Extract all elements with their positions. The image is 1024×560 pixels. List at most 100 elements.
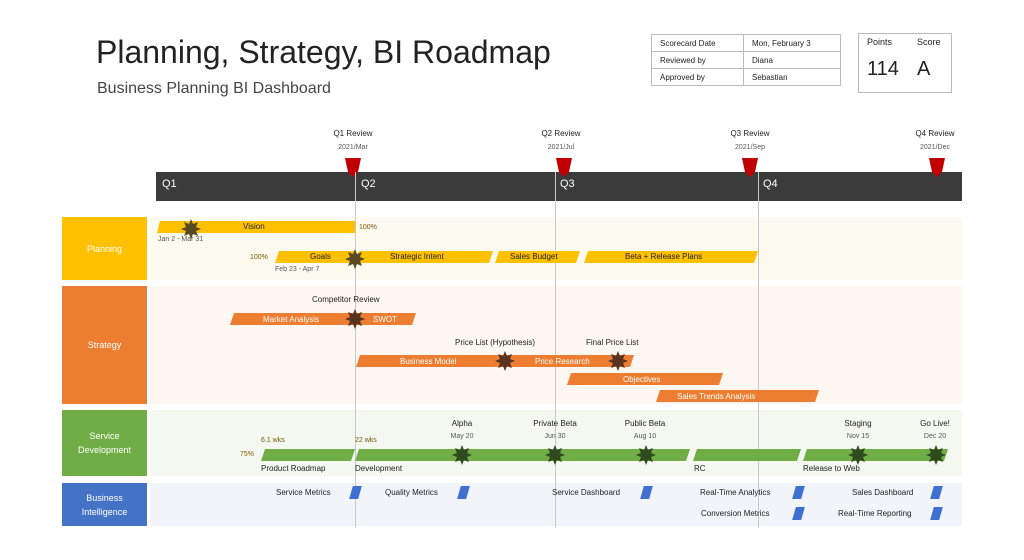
go-live-date: Dec 20 [923, 433, 947, 440]
alpha-date: May 20 [450, 433, 474, 440]
service-dev-label-line2: Development [77, 445, 132, 455]
approved-by-value: Sebastian [743, 68, 841, 86]
staging-star-icon [848, 445, 868, 465]
service-lane-bg [150, 410, 962, 476]
release-web-bar [803, 449, 948, 461]
score-box: Points Score 114 A [858, 33, 952, 93]
development-label: Development [355, 464, 403, 473]
bi-lane-label: Business Intelligence [62, 483, 147, 526]
bi-lane-bg [150, 483, 962, 526]
goals-dates: Feb 23 - Apr 7 [275, 266, 320, 273]
planning-lane-label: Planning [62, 217, 147, 280]
quarter-q1: Q1 [162, 178, 177, 190]
beta-release-bar [584, 251, 758, 263]
quality-metrics-label: Quality Metrics [385, 488, 438, 497]
development-weeks: 22 wks [355, 437, 377, 444]
page-subtitle: Business Planning BI Dashboard [97, 80, 331, 97]
quarter-q4: Q4 [763, 178, 778, 190]
quarter-q2: Q2 [361, 178, 376, 190]
bi-label-line1: Business [86, 492, 123, 503]
sales-dashboard-label: Sales Dashboard [852, 488, 914, 497]
vision-star-icon [181, 219, 201, 239]
alpha-label: Alpha [451, 419, 473, 428]
price-research-bar [505, 355, 634, 367]
quarter-band [156, 172, 962, 201]
goals-label: Goals [310, 252, 331, 261]
service-dev-percent: 75% [240, 451, 255, 458]
vision-dates: Jan 2 - Mar 31 [158, 236, 204, 243]
q2-divider [355, 172, 356, 528]
swot-bar [355, 313, 416, 325]
product-roadmap-label: Product Roadmap [261, 464, 326, 473]
private-beta-star-icon [545, 445, 565, 465]
realtime-analytics-label: Real-Time Analytics [700, 488, 771, 497]
swot-label: SWOT [373, 315, 397, 324]
vision-label: Vision [243, 222, 265, 231]
objectives-bar [567, 373, 723, 385]
page-title: Planning, Strategy, BI Roadmap [96, 34, 551, 70]
points-label: Points [867, 37, 893, 47]
score-value: A [917, 58, 931, 80]
q1-review-date: 2021/Mar [338, 144, 368, 151]
price-research-label: Price Research [535, 357, 590, 366]
strategy-lane-label: Strategy [62, 286, 147, 404]
goals-percent: 100% [250, 254, 268, 261]
public-beta-label: Public Beta [624, 419, 666, 428]
service-dev-lane-label: Service Development [62, 410, 147, 476]
q2-review-date: 2021/Jul [547, 144, 575, 151]
product-roadmap-bar [261, 449, 355, 461]
realtime-reporting-label: Real-Time Reporting [838, 509, 912, 518]
final-price-list-label: Final Price List [586, 338, 639, 347]
bi-label-line2: Intelligence [81, 506, 128, 517]
quarter-q3: Q3 [560, 178, 575, 190]
goals-star-icon [345, 249, 365, 269]
public-beta-date: Aug 10 [633, 433, 657, 440]
objectives-label: Objectives [623, 375, 661, 384]
go-live-star-icon [926, 445, 946, 465]
q2-review-marker-icon [556, 158, 572, 177]
release-web-label: Release to Web [803, 464, 860, 473]
q1-review-marker-icon [345, 158, 361, 177]
q3-review-date: 2021/Sep [735, 144, 765, 151]
strategic-intent-label: Strategic Intent [390, 252, 444, 261]
sales-trends-bar [656, 390, 819, 402]
business-model-bar [356, 355, 505, 367]
beta-release-label: Beta + Release Plans [625, 252, 703, 261]
q4-review-date: 2021/Dec [920, 144, 950, 151]
q4-review-label: Q4 Review [915, 129, 955, 138]
staging-label: Staging [844, 419, 872, 428]
competitor-review-label: Competitor Review [312, 295, 380, 304]
goals-bar [275, 251, 355, 263]
go-live-label: Go Live! [920, 419, 950, 428]
service-metrics-label: Service Metrics [276, 488, 331, 497]
vision-bar [157, 221, 355, 233]
service-dashboard-label: Service Dashboard [552, 488, 621, 497]
price-list-label: Price List (Hypothesis) [455, 338, 536, 347]
q3-divider [555, 172, 556, 528]
final-price-star-icon [608, 351, 628, 371]
conversion-metrics-label: Conversion Metrics [701, 509, 770, 518]
q4-review-marker-icon [929, 158, 945, 177]
public-beta-star-icon [636, 445, 656, 465]
swot-star-icon [345, 309, 365, 329]
q3-review-marker-icon [742, 158, 758, 177]
q2-review-label: Q2 Review [541, 129, 581, 138]
market-analysis-bar [230, 313, 355, 325]
rc-label: RC [694, 464, 706, 473]
price-list-star-icon [495, 351, 515, 371]
business-model-label: Business Model [400, 357, 457, 366]
vision-percent: 100% [359, 224, 377, 231]
market-analysis-label: Market Analysis [263, 315, 320, 324]
sales-trends-label: Sales Trends Analysis [677, 392, 756, 401]
alpha-star-icon [452, 445, 472, 465]
private-beta-date: Jun 30 [544, 433, 566, 440]
service-dev-label-line1: Service [89, 431, 120, 441]
review-markers [345, 158, 945, 177]
rc-bar [693, 449, 801, 461]
strategy-lane-bg [150, 286, 962, 404]
staging-date: Nov 15 [846, 433, 870, 440]
points-value: 114 [867, 58, 899, 80]
